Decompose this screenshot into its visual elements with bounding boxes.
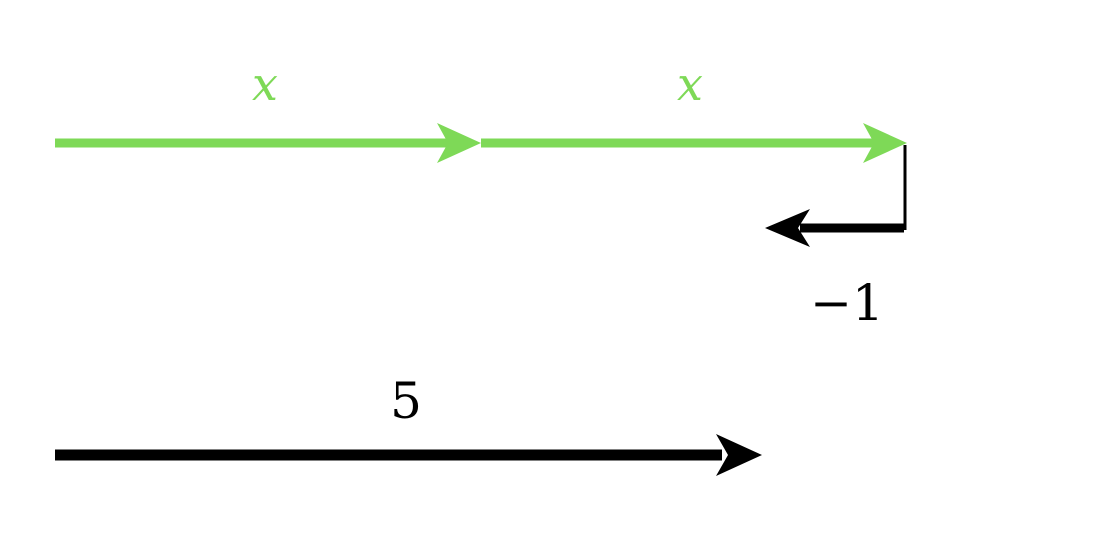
x-arrow-2-head-icon [863,123,907,163]
minus-one-arrow-head-icon [765,209,810,247]
total-arrow-head-icon [716,434,762,476]
x-label-1: x [252,57,278,111]
x-label-2: x [677,57,703,111]
total-label: 5 [390,372,422,430]
x-arrow-1-head-icon [437,123,481,163]
minus-one-label: −1 [810,274,884,332]
